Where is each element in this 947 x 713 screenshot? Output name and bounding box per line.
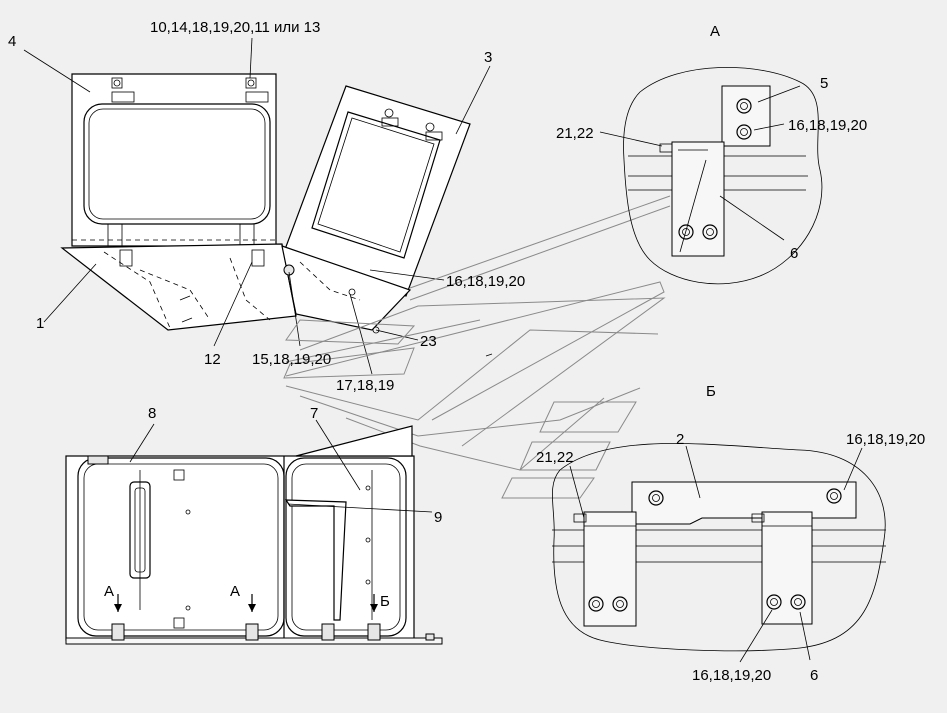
leaders-top-left bbox=[23, 37, 491, 375]
label-part-12: 12 bbox=[204, 351, 221, 368]
view-a bbox=[599, 67, 823, 285]
part-3-panel bbox=[283, 85, 471, 297]
label-part-9: 9 bbox=[434, 509, 442, 526]
label-part-15: 15,18,19,20 bbox=[252, 351, 331, 368]
view-b-part-6: 6 bbox=[810, 667, 818, 684]
label-part-7: 7 bbox=[310, 405, 318, 422]
view-a-part-6: 6 bbox=[790, 245, 798, 262]
part-4-panel bbox=[71, 73, 277, 247]
projection-lines bbox=[283, 195, 671, 499]
view-b-part-16-top: 16,18,19,20 bbox=[846, 431, 925, 448]
label-section-b-mid: Б bbox=[380, 593, 390, 610]
label-section-a-left: А bbox=[104, 583, 114, 600]
label-part-8: 8 bbox=[148, 405, 156, 422]
view-b-title: Б bbox=[706, 383, 716, 400]
view-a-title: А bbox=[710, 23, 720, 40]
label-part-4: 4 bbox=[8, 33, 16, 50]
lid-lower bbox=[281, 245, 412, 334]
labels: 10,14,18,19,20,11 или 13 4 3 1 12 15,18,… bbox=[8, 19, 925, 684]
view-b bbox=[551, 443, 886, 663]
view-a-part-5: 5 bbox=[820, 75, 828, 92]
label-part-17: 17,18,19 bbox=[336, 377, 394, 394]
label-part-1: 1 bbox=[36, 315, 44, 332]
view-a-part-21: 21,22 bbox=[556, 125, 594, 142]
view-b-part-21: 21,22 bbox=[536, 449, 574, 466]
view-b-part-2: 2 bbox=[676, 431, 684, 448]
label-part-16-top: 16,18,19,20 bbox=[446, 273, 525, 290]
part-1-base bbox=[60, 243, 297, 331]
box-front-view bbox=[65, 419, 443, 645]
view-b-part-16-bottom: 16,18,19,20 bbox=[692, 667, 771, 684]
label-part-3: 3 bbox=[484, 49, 492, 66]
view-a-part-16: 16,18,19,20 bbox=[788, 117, 867, 134]
label-top-fasteners: 10,14,18,19,20,11 или 13 bbox=[150, 19, 320, 36]
label-section-a-mid: А bbox=[230, 583, 240, 600]
label-part-23: 23 bbox=[420, 333, 437, 350]
